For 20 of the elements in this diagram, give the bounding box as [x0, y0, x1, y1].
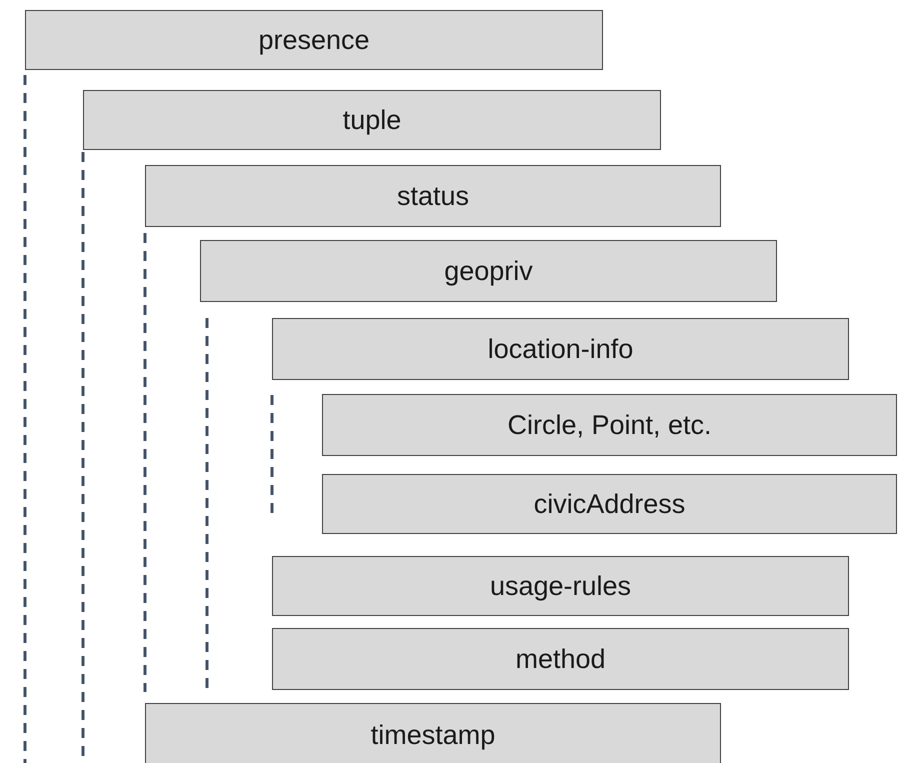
element-label: usage-rules: [490, 570, 632, 602]
element-label: tuple: [342, 104, 402, 136]
element-box: [25, 10, 603, 70]
element-label: status: [396, 180, 470, 212]
element-box: [272, 628, 849, 690]
element-label: geopriv: [444, 256, 533, 286]
element-box: [272, 556, 849, 616]
element-box: [272, 318, 849, 380]
element-box: [322, 474, 897, 534]
element-label: location-info: [488, 334, 634, 364]
element-box: [145, 165, 721, 227]
element-box: [83, 90, 661, 150]
element-label: civicAddress: [534, 488, 686, 520]
element-label: timestamp: [370, 720, 496, 750]
element-box: [145, 703, 721, 763]
element-box: [322, 394, 897, 456]
element-label: Circle, Point, etc.: [507, 410, 712, 440]
element-label: method: [515, 644, 606, 674]
element-box: [200, 240, 777, 302]
element-label: presence: [258, 24, 370, 56]
